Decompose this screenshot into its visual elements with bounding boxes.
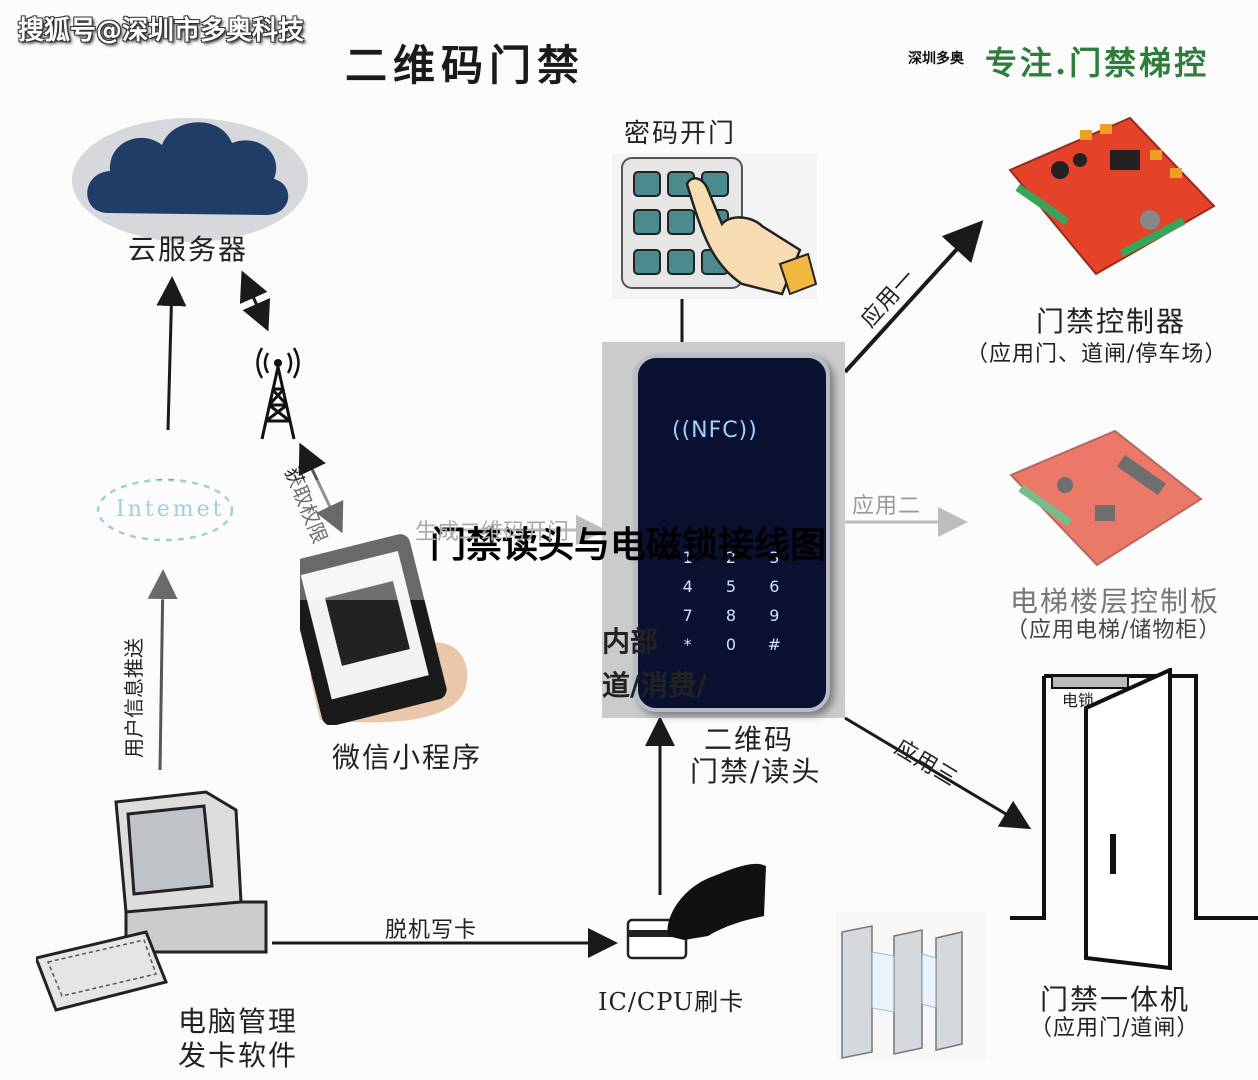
controller-label: 门禁控制器 [1036, 305, 1187, 338]
door-icon [1010, 668, 1258, 971]
lock-label: 电锁 [1062, 691, 1095, 710]
computer-icon [36, 790, 268, 1012]
card-label: IC/CPU刷卡 [598, 988, 745, 1016]
reader-photo: ((NFC)) 1 2 3 4 5 6 7 8 9 * 0 # 内部 道/消费/ [602, 342, 845, 718]
controller-board-icon [1008, 116, 1216, 276]
label-user-push: 用户信息推送 [122, 638, 146, 758]
elevator-board-icon [1009, 429, 1203, 567]
label-offline-write: 脱机写卡 [385, 918, 478, 943]
antenna-tower-icon [256, 347, 300, 440]
arrow-internet-to-cloud [156, 276, 187, 431]
brand-company: 深圳多奥 [908, 51, 964, 67]
arrow-app1 [843, 220, 984, 374]
pc-label-line1: 电脑管理 [178, 1005, 299, 1038]
elevator-label: 电梯楼层控制板 [1010, 585, 1221, 618]
arrow-pc-to-internet [147, 569, 178, 771]
reader-label-line1: 二维码 [704, 723, 795, 756]
keypad-label: 密码开门 [624, 119, 737, 149]
turnstile-icon [836, 912, 986, 1060]
key-3: 3 [769, 548, 780, 567]
card-swipe-icon [626, 863, 766, 960]
key-9: 9 [769, 606, 780, 625]
cloud-icon [72, 118, 308, 242]
internet-label: Intemet [116, 497, 225, 522]
pc-label-line2: 发卡软件 [178, 1039, 299, 1072]
watermark: 搜狐号@深圳市多奥科技 [18, 16, 305, 46]
panel-side-text-1: 内部 [602, 625, 659, 658]
key-1: 1 [682, 548, 693, 567]
key-7: 7 [682, 606, 693, 625]
key-2: 2 [725, 548, 737, 567]
keypad-hand-icon [612, 154, 817, 299]
door-unit-sublabel: （应用门/道闸） [1030, 1016, 1200, 1041]
wechat-label: 微信小程序 [332, 741, 483, 774]
elevator-sublabel: （应用电梯/储物柜） [1006, 618, 1222, 643]
phone-icon [300, 534, 468, 725]
arrow-app3 [844, 716, 1032, 830]
reader-label-line2: 门禁/读头 [690, 755, 822, 788]
label-app2: 应用二 [852, 494, 922, 519]
arrow-tower-phone [298, 442, 344, 534]
reader-device: ((NFC)) 1 2 3 4 5 6 7 8 9 * 0 # [634, 354, 830, 712]
key-star: * [683, 635, 692, 654]
controller-sublabel: （应用门、道闸/停车场） [966, 342, 1228, 367]
reader-keypad: 1 2 3 4 5 6 7 8 9 * 0 # [666, 548, 796, 654]
brand-slogan: 专注.门禁梯控 [985, 44, 1210, 82]
arrow-cloud-tower [239, 270, 271, 332]
key-8: 8 [725, 606, 737, 625]
key-4: 4 [682, 577, 693, 596]
door-unit-label: 门禁一体机 [1040, 983, 1191, 1016]
key-5: 5 [725, 577, 737, 596]
internet-ellipse [96, 478, 234, 542]
panel-side-text-2: 道/消费/ [602, 669, 707, 702]
label-generate-qr: 生成二维码开门 [415, 520, 570, 545]
nfc-symbol: ((NFC)) [672, 418, 758, 443]
key-0: 0 [725, 635, 737, 654]
key-hash: # [767, 635, 782, 654]
cloud-label: 云服务器 [128, 233, 249, 266]
main-title: 二维码门禁 [345, 41, 586, 90]
key-6: 6 [769, 577, 780, 596]
diagram-heading: 门禁读头与电磁锁接线图 [430, 525, 827, 566]
